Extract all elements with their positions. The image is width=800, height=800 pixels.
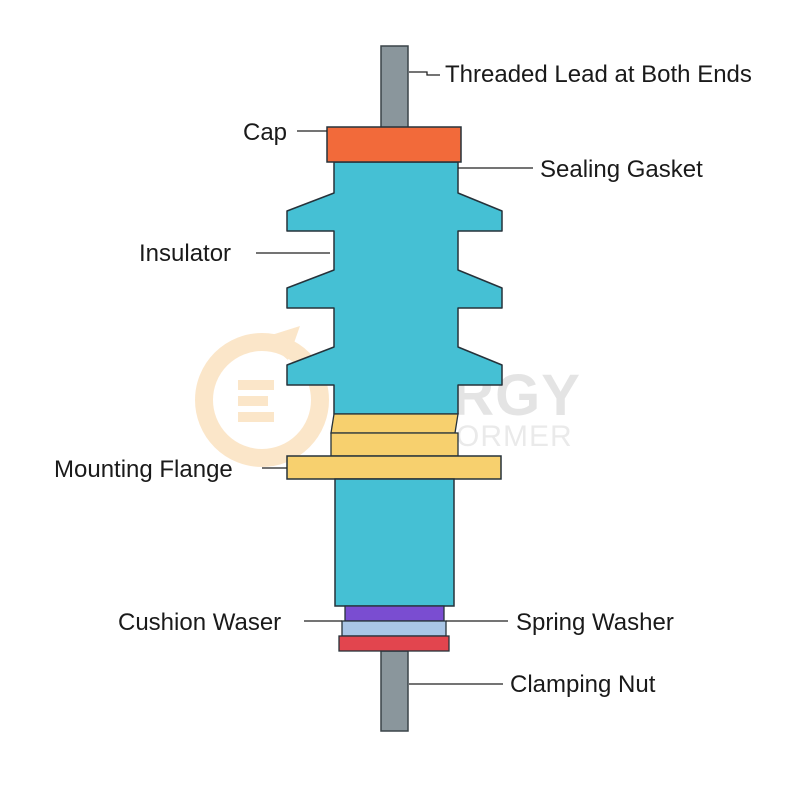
spring-washer [344, 605, 445, 622]
label-cushion-washer: Cushion Waser [118, 609, 281, 636]
lower-insulator-body [334, 478, 455, 607]
top-threaded-rod [380, 45, 409, 129]
insulator-body [286, 161, 503, 415]
clamping-nut [338, 635, 450, 652]
cushion-washer [341, 620, 447, 637]
label-cap: Cap [243, 119, 287, 146]
label-threaded-lead: Threaded Lead at Both Ends [445, 61, 752, 88]
cap [326, 126, 462, 163]
flange-adapter-ring [330, 432, 459, 457]
label-spring-washer: Spring Washer [516, 609, 674, 636]
leader-threaded-lead [409, 71, 440, 76]
label-clamping-nut: Clamping Nut [510, 671, 656, 698]
label-insulator: Insulator [139, 240, 231, 267]
flange-adapter-taper [330, 413, 459, 434]
bottom-threaded-rod [380, 650, 409, 732]
lightning-gear-icon [195, 326, 329, 467]
mounting-flange [286, 455, 502, 480]
label-sealing-gasket: Sealing Gasket [540, 156, 703, 183]
label-mounting-flange: Mounting Flange [54, 456, 233, 483]
leader-lines [256, 71, 533, 685]
